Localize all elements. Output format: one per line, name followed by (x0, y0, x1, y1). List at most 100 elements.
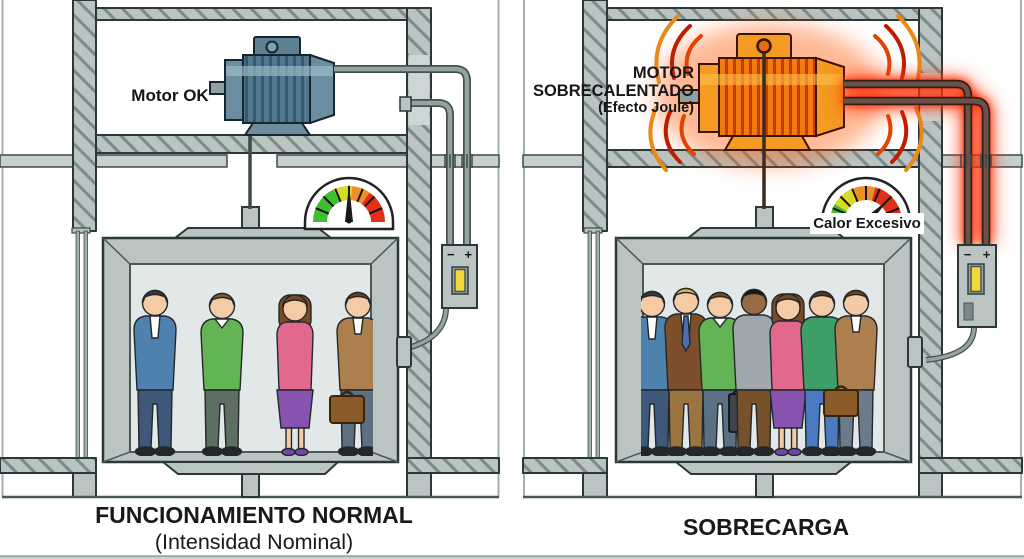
cab-frame-bevels (615, 237, 912, 463)
column-stub (582, 472, 608, 498)
person-shoe (699, 446, 722, 456)
motor-eyebolt-icon (265, 40, 279, 54)
motor-body-fins (242, 54, 311, 124)
person-pink-woman (276, 294, 314, 456)
person-shirt (149, 315, 161, 339)
switch-slot (963, 302, 974, 321)
briefcase-handle (340, 390, 354, 397)
person-shoe (201, 446, 224, 456)
person-hair-fringe (282, 294, 308, 308)
power-wires-normal (334, 65, 471, 350)
person-leg (790, 427, 798, 452)
cab-bottom-support (160, 461, 341, 475)
person-shoe (752, 446, 775, 456)
gauge-pivot (346, 218, 352, 224)
switch-terminal-labels: − + (958, 247, 996, 262)
switch-lever (454, 268, 466, 293)
person-hair (141, 289, 169, 304)
guide-rail (83, 230, 88, 459)
guide-shoe-bracket (396, 336, 412, 368)
excess-heat-label: Calor Excesivo (810, 213, 924, 234)
motor-overheated-label-line3: (Efecto Joule) (598, 100, 694, 116)
motor-overheated-label: MOTOR SOBRECALENTADO (Efecto Joule) (508, 64, 694, 117)
wire-core (411, 100, 453, 245)
column-stub (72, 472, 97, 498)
rail-wire-clamps (960, 154, 992, 168)
person-hair (344, 291, 372, 306)
motor-ok-label: Motor OK (131, 86, 209, 105)
guide-rail-cap (583, 227, 603, 234)
person-hair (641, 290, 666, 305)
motor-highlight (700, 74, 843, 85)
person-hair (808, 290, 836, 305)
guide-rail (587, 230, 592, 459)
briefcase (329, 395, 365, 424)
person-shoe (801, 446, 824, 456)
person-jacket (336, 317, 373, 391)
cab-frame-bevels (102, 237, 399, 463)
motor-end-cap (815, 56, 845, 138)
top-beam (582, 7, 943, 21)
wire-core (844, 98, 989, 245)
wall-conduit-bracket (399, 96, 412, 112)
box-feed-wire (925, 326, 977, 363)
wire-core (844, 81, 971, 245)
bottom-floor-beam (406, 457, 500, 474)
motor-end-cap (309, 53, 335, 125)
motor-overheated-label-line2: SOBRECALENTADO (532, 82, 694, 100)
wire-core (334, 66, 470, 245)
guide-rail (75, 230, 80, 459)
person-tan-jacket (823, 289, 878, 456)
rail-wire-clamps (444, 154, 473, 168)
briefcase (823, 389, 859, 417)
person-blouse (276, 321, 314, 391)
person-shirt (732, 314, 776, 391)
terminal-minus-label: − (446, 247, 455, 262)
machine-room-floor-beam (95, 134, 431, 154)
cab-bottom-support (673, 461, 854, 475)
gauge-dial (312, 186, 386, 223)
power-wires-overheated (844, 79, 991, 245)
switch-lever (970, 265, 982, 293)
terminal-plus-label: + (982, 247, 991, 262)
passengers-normal (133, 289, 373, 456)
person-green-sweater (200, 292, 244, 456)
person-shoe (665, 446, 688, 456)
guide-shoe-bracket (907, 336, 923, 368)
motor-overheated-illustration (648, 14, 924, 209)
person-collar (711, 317, 729, 329)
cab-bottom-post (755, 473, 774, 498)
motor-body-fins (718, 57, 817, 137)
disconnect-switch-normal (441, 244, 478, 309)
person-jacket (133, 315, 177, 391)
person-shoe (220, 446, 243, 456)
person-shoe (733, 446, 756, 456)
person-jacket (834, 315, 878, 391)
gauge-needle (345, 184, 353, 222)
terminal-plus-label: + (464, 247, 473, 262)
briefcase-handle (834, 385, 848, 391)
person-shirt (352, 317, 364, 335)
floor-rail (0, 154, 228, 168)
person-gray-shirt (732, 288, 776, 456)
person-hair (672, 287, 700, 302)
motor-shaft (209, 81, 226, 95)
caption-overload: SOBRECARGA (538, 514, 994, 541)
person-shoe (835, 446, 858, 456)
person-tan-jacket (329, 291, 373, 456)
column-stub (406, 472, 432, 498)
top-beam (72, 7, 431, 21)
person-tie (681, 315, 691, 353)
column (582, 0, 608, 232)
person-shoe (774, 447, 789, 456)
caption-normal-title: FUNCIONAMIENTO NORMAL (95, 502, 413, 528)
motor-eyebolt-icon (756, 38, 772, 54)
guide-rail (595, 230, 600, 459)
motor-overheated-label-line1: MOTOR (632, 64, 694, 82)
bottom-floor-beam (918, 457, 1023, 474)
person-hair (740, 288, 768, 303)
person-sweater (200, 318, 244, 391)
motor-normal-illustration (209, 36, 335, 209)
